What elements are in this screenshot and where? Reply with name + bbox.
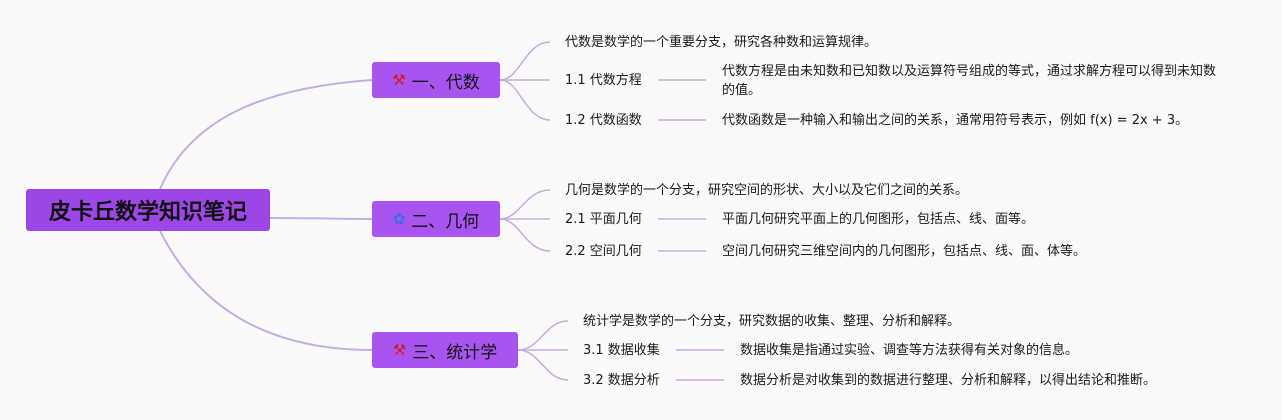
subtopic-detail: 数据分析是对收集到的数据进行整理、分析和解释，以得出结论和推断。 <box>740 373 1157 388</box>
subtopic-label[interactable]: 3.1 数据收集 <box>583 343 660 358</box>
branch-node-statistics[interactable]: ⚒ 三、统计学 <box>372 332 518 368</box>
subtopic-detail: 代数方程是由未知数和已知数以及运算符号组成的等式，通过求解方程可以得到未知数的值… <box>722 64 1217 98</box>
branch-description: 代数是数学的一个重要分支，研究各种数和运算规律。 <box>565 35 878 50</box>
branch-node-algebra[interactable]: ⚒ 一、代数 <box>372 62 500 98</box>
subtopic-label[interactable]: 1.1 代数方程 <box>565 73 642 88</box>
edge-root-branch-2 <box>269 217 373 220</box>
branch-label: 三、统计学 <box>412 342 498 363</box>
subtopic-label[interactable]: 2.1 平面几何 <box>565 212 642 227</box>
root-title: 皮卡丘数学知识笔记 <box>48 200 247 225</box>
tools-icon: ⚒ <box>392 341 407 359</box>
tools-icon: ⚒ <box>392 71 406 89</box>
subtopic-label[interactable]: 2.2 空间几何 <box>565 244 642 259</box>
edge-b1-desc <box>499 41 551 81</box>
edge-root-branch-1 <box>159 79 373 190</box>
subtopic-detail: 空间几何研究三维空间内的几何图形，包括点、线、面、体等。 <box>722 244 1087 259</box>
edge-b3-sub2 <box>517 349 569 381</box>
branch-description: 几何是数学的一个分支，研究空间的形状、大小以及它们之间的关系。 <box>565 183 969 198</box>
subtopic-detail: 平面几何研究平面上的几何图形，包括点、线、面等。 <box>722 212 1035 227</box>
subtopic-detail: 代数函数是一种输入和输出之间的关系，通常用符号表示，例如 f(x) = 2x +… <box>722 113 1189 128</box>
subtopic-detail: 数据收集是指通过实验、调查等方法获得有关对象的信息。 <box>740 343 1079 358</box>
subtopic-label[interactable]: 1.2 代数函数 <box>565 113 642 128</box>
edge-b1-sub2 <box>499 79 551 121</box>
edge-b2-desc <box>499 189 551 220</box>
branch-description: 统计学是数学的一个分支，研究数据的收集、整理、分析和解释。 <box>583 314 961 329</box>
subtopic-label[interactable]: 3.2 数据分析 <box>583 373 660 388</box>
edge-b2-sub2 <box>499 218 551 252</box>
branch-label: 一、代数 <box>411 72 480 93</box>
edge-root-branch-3 <box>159 230 373 351</box>
branch-label: 二、几何 <box>411 211 480 232</box>
star-icon: ✿ <box>392 210 406 228</box>
branch-node-geometry[interactable]: ✿ 二、几何 <box>372 201 500 237</box>
root-node[interactable]: 皮卡丘数学知识笔记 <box>26 189 270 231</box>
edge-b3-desc <box>517 320 569 351</box>
